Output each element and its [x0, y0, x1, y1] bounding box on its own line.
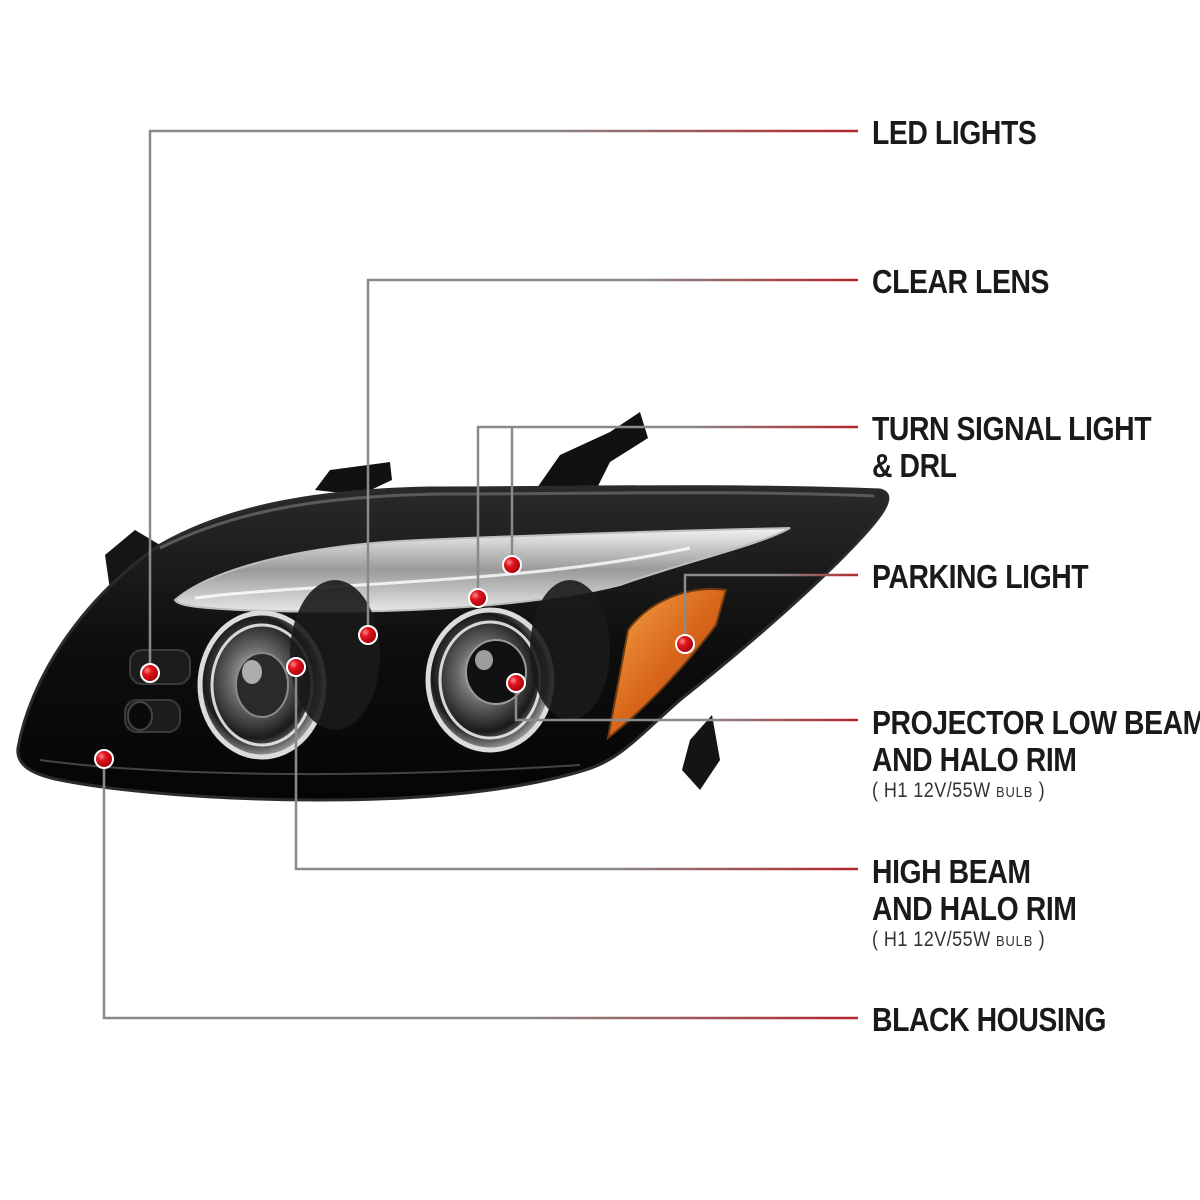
- leader-high-beam: [294, 667, 858, 871]
- clear-lens-edge: [159, 491, 875, 550]
- low-beam-projector: [425, 607, 555, 753]
- leader-led-lights: [148, 129, 858, 673]
- callout-high-beam-spec-close: ): [1033, 928, 1046, 951]
- marker-dot-led-lights: [140, 663, 160, 683]
- leader-clear-lens: [366, 278, 858, 635]
- leader-black-housing: [102, 759, 858, 1020]
- callout-high-beam-line2: AND HALO RIM: [872, 890, 1077, 927]
- marker-dots: [94, 555, 695, 769]
- callout-high-beam-spec: ( H1 12V/55W BULB ): [872, 927, 1077, 955]
- projector-barrel-right: [530, 580, 610, 720]
- callout-turn-signal-line2: & DRL: [872, 447, 957, 484]
- callout-clear-lens: CLEAR LENS: [872, 263, 1049, 300]
- marker-dot-projector-low-beam: [506, 673, 526, 693]
- callout-projector-line2: AND HALO RIM: [872, 741, 1077, 778]
- callout-high-beam-spec-bulb: BULB: [996, 933, 1034, 950]
- leader-turn-signal-a: [476, 425, 858, 598]
- callout-projector-line1: PROJECTOR LOW BEAM: [872, 704, 1200, 741]
- marker-dot-turn-signal-b: [502, 555, 522, 575]
- callout-led-lights: LED LIGHTS: [872, 114, 1037, 151]
- leader-parking-light: [683, 573, 858, 644]
- mounting-tab-top: [530, 412, 648, 498]
- leader-projector-low-beam: [514, 683, 858, 722]
- projector-barrel-left: [290, 580, 380, 730]
- callout-parking-light-label: PARKING LIGHT: [872, 558, 1089, 595]
- callout-led-lights-label: LED LIGHTS: [872, 114, 1037, 151]
- amber-side-marker: [606, 588, 728, 741]
- callout-projector-spec-close: ): [1033, 779, 1046, 802]
- callout-projector-spec-bulb: BULB: [996, 784, 1034, 801]
- callout-high-beam: HIGH BEAM AND HALO RIM ( H1 12V/55W BULB…: [872, 853, 1077, 955]
- headlight-illustration: [16, 412, 890, 802]
- callout-parking-light: PARKING LIGHT: [872, 558, 1089, 595]
- leader-lines: [102, 129, 858, 1020]
- mounting-tab-side: [105, 530, 160, 590]
- callout-turn-signal-line1: TURN SIGNAL LIGHT: [872, 410, 1152, 447]
- marker-dot-high-beam: [286, 657, 306, 677]
- mounting-tab-left: [315, 462, 392, 495]
- callout-high-beam-spec-open: ( H1 12V/55W: [872, 928, 997, 951]
- callout-projector-spec: ( H1 12V/55W BULB ): [872, 778, 1200, 806]
- marker-dot-black-housing: [94, 749, 114, 769]
- callout-projector-spec-open: ( H1 12V/55W: [872, 779, 997, 802]
- callout-black-housing-label: BLACK HOUSING: [872, 1001, 1107, 1038]
- mounting-tab-bottom: [682, 715, 720, 790]
- callout-clear-lens-label: CLEAR LENS: [872, 263, 1050, 300]
- callout-black-housing: BLACK HOUSING: [872, 1001, 1106, 1038]
- callout-turn-signal: TURN SIGNAL LIGHT & DRL: [872, 410, 1152, 484]
- marker-dot-turn-signal-a: [468, 588, 488, 608]
- marker-dot-clear-lens: [358, 625, 378, 645]
- marker-dot-parking-light: [675, 634, 695, 654]
- callout-high-beam-line1: HIGH BEAM: [872, 853, 1031, 890]
- callout-projector-low-beam: PROJECTOR LOW BEAM AND HALO RIM ( H1 12V…: [872, 704, 1200, 806]
